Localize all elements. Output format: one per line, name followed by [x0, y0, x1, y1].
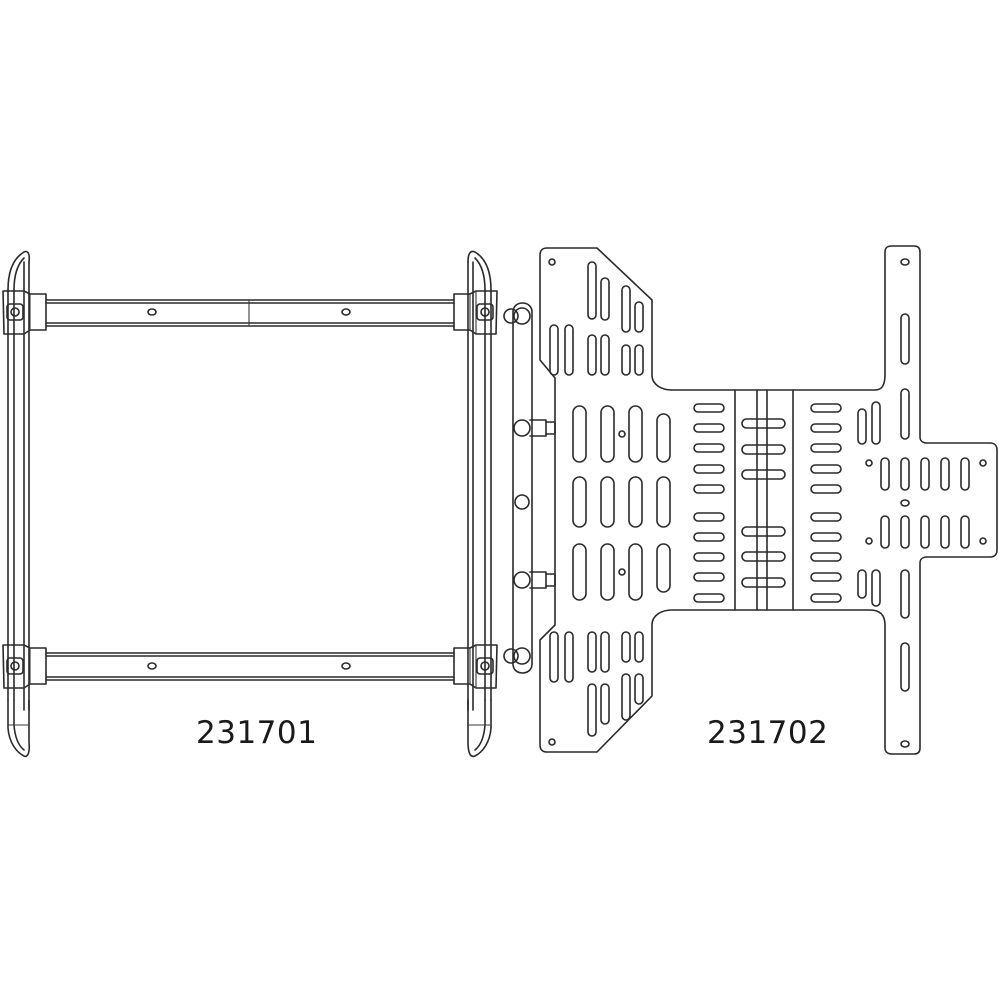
left-rail: [7, 250, 31, 758]
slots-horizontal-right: [810, 403, 842, 603]
plate-231702: [503, 245, 998, 755]
part-label-231701: 231701: [196, 715, 318, 751]
frame-231701: [2, 250, 498, 758]
bottom-crossbar: [45, 652, 455, 681]
clamp-bottom-right: [453, 644, 498, 689]
part-label-231702: 231702: [707, 715, 829, 751]
clamp-bottom-left: [2, 644, 47, 689]
slots-main-grid: [572, 405, 671, 601]
clamp-top-left: [2, 290, 47, 335]
right-rail: [467, 250, 492, 758]
slots-lower-left: [549, 631, 644, 737]
side-rail: [503, 302, 556, 674]
slots-horizontal-center: [741, 418, 786, 588]
slots-upper-left: [549, 261, 644, 376]
clamp-top-right: [453, 290, 498, 335]
plate-outline: [539, 245, 998, 755]
slots-horizontal-left: [693, 403, 725, 603]
top-crossbar: [45, 299, 455, 327]
slots-right-arm: [857, 313, 970, 692]
